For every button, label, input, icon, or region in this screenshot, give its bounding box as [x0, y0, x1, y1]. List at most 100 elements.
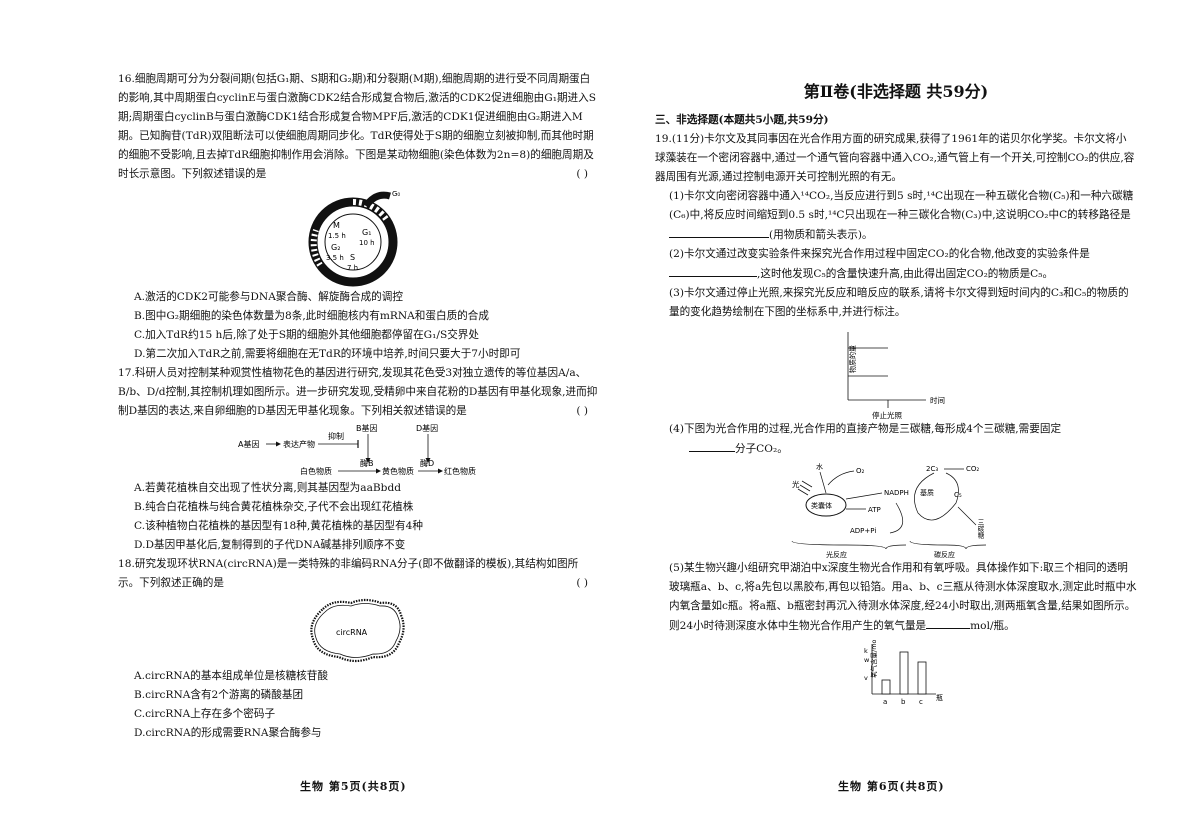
fig4-stroma: 基质: [920, 488, 934, 497]
fig3-stop-light: 停止光照: [872, 410, 902, 420]
q17-option-b: B.纯合白花植株与纯合黄花植株杂交,子代不会出现红花植株: [134, 501, 414, 513]
q19-sub5: (5)某生物兴趣小组研究甲湖泊中x深度生物光合作用和有氧呼吸。具体操作如下:取三…: [655, 559, 1137, 636]
q19-sub4-text: (4)下图为光合作用的过程,光合作用的直接产物是三碳糖,每形成4个三碳糖,需要固…: [669, 423, 1062, 435]
q18-answer-bracket: ( ): [576, 577, 588, 589]
q19-sub2: (2)卡尔文通过改变实验条件来探究光合作用过程中固定CO₂的化合物,他改变的实验…: [655, 245, 1137, 284]
fig-enzyme-d: 酶D: [420, 458, 434, 468]
q19-sub2-suffix: ,这时他发现C₅的含量快速升高,由此得出固定CO₂的物质是C₅。: [757, 268, 1054, 280]
left-page: 16.细胞周期可分为分裂间期(包括G₁期、S期和G₂期)和分裂期(M期),细胞周…: [118, 70, 598, 743]
fig5-ylabel: 氧气含量/mol: [869, 640, 878, 678]
q19-sub1-text: (1)卡尔文向密闭容器中通入¹⁴CO₂,当反应进行到5 s时,¹⁴C出现在一种五…: [669, 190, 1134, 221]
q19-sub4-suffix: 分子CO₂。: [735, 443, 788, 455]
q17-option-a: A.若黄花植株自交出现了性状分离,则其基因型为aaBbdd: [134, 482, 402, 494]
q19-sub5-suffix: mol/瓶。: [970, 620, 1015, 632]
flower-color-pathway: A基因 表达产物 抑制 B基因 D基因 白色物质 酶B 黄色物质 酶D: [238, 423, 476, 476]
cell-cycle-diagram: G₀ M 1.5 h G₂ 3.5 h G₁ 10 h S 7 h: [308, 190, 400, 287]
fig-label-m-time: 1.5 h: [328, 232, 346, 240]
q19-sub1-suffix: (用物质和箭头表示)。: [769, 229, 873, 241]
q16-option-c: C.加入TdR约15 h后,除了处于S期的细胞外其他细胞都停留在G₁/S交界处: [134, 329, 479, 341]
q19-intro: 19.(11分)卡尔文及其同事因在光合作用方面的研究成果,获得了1961年的诺贝…: [655, 133, 1135, 183]
q17-option-d: D.D基因甲基化后,复制得到的子代DNA碱基排列顺序不变: [134, 539, 406, 551]
q19-sub3: (3)卡尔文通过停止光照,来探究光反应和暗反应的联系,请将卡尔文得到短时间内的C…: [669, 287, 1129, 318]
flower-color-figure: A基因 表达产物 抑制 B基因 D基因 白色物质 酶B 黄色物质 酶D: [228, 421, 488, 479]
fig-label-s-time: 7 h: [347, 264, 358, 272]
right-page-footer: 生物 第6页(共8页): [838, 780, 945, 793]
fig4-2c3: 2C₃: [926, 465, 938, 473]
q19-axes-figure: 物质的量 时间 停止光照: [826, 328, 966, 420]
fig-a-gene: A基因: [238, 439, 259, 449]
q18-stem: 18.研究发现环状RNA(circRNA)是一类特殊的非编码RNA分子(即不做翻…: [118, 558, 579, 589]
fig-red-substance: 红色物质: [444, 466, 476, 476]
fig4-co2: CO₂: [966, 465, 979, 473]
q19-sub4: (4)下图为光合作用的过程,光合作用的直接产物是三碳糖,每形成4个三碳糖,需要固…: [655, 420, 1137, 459]
fig4-triose: 三碳糖: [976, 519, 984, 540]
q19-sub1: (1)卡尔文向密闭容器中通入¹⁴CO₂,当反应进行到5 s时,¹⁴C出现在一种五…: [655, 187, 1137, 245]
fig4-thylakoid: 类囊体: [811, 501, 832, 510]
fig4-o2: O₂: [856, 467, 865, 475]
q16-option-a: A.激活的CDK2可能参与DNA聚合酶、解旋酶合成的调控: [134, 291, 403, 303]
fig-enzyme-b: 酶B: [360, 458, 374, 468]
section-3-heading: 三、非选择题(本题共5小题,共59分): [655, 114, 829, 126]
fig5-k: k: [864, 647, 868, 655]
q18-option-d: D.circRNA的形成需要RNA聚合酶参与: [134, 727, 322, 739]
oxygen-bar-figure: 氧气含量/mol k w v a b c 瓶: [836, 638, 956, 710]
q19-sub1-blank[interactable]: [669, 225, 769, 238]
fig-white-substance: 白色物质: [300, 466, 332, 476]
fig5-bottle: 瓶: [936, 693, 943, 702]
fig-label-g0: G₀: [392, 190, 400, 198]
q18-option-b: B.circRNA含有2个游离的磷酸基团: [134, 689, 304, 701]
right-page: 第Ⅱ卷(非选择题 共59分) 三、非选择题(本题共5小题,共59分) 19.(1…: [655, 78, 1137, 710]
fig-circrna-label: circRNA: [336, 628, 368, 637]
fig4-light-reaction: 光反应: [826, 550, 847, 559]
q19-blank-axes: 物质的量 时间 停止光照: [847, 332, 945, 420]
fig5-a: a: [883, 698, 887, 706]
q19-sub4-blank[interactable]: [689, 439, 735, 452]
fig-b-gene: B基因: [356, 423, 378, 433]
photosynthesis-diagram: 光 类囊体 水 O₂ NADPH ATP ADP+Pi 基质 2C₃ CO₂ C…: [791, 462, 987, 559]
fig5-w: w: [864, 656, 870, 664]
fig-yellow-substance: 黄色物质: [382, 466, 414, 476]
q19-sub5-blank[interactable]: [926, 616, 971, 629]
fig4-atp: ATP: [868, 506, 881, 514]
fig-label-s: S: [350, 253, 355, 262]
fig4-light: 光: [792, 479, 800, 489]
fig-label-g1: G₁: [362, 228, 371, 237]
question-18: 18.研究发现环状RNA(circRNA)是一类特殊的非编码RNA分子(即不做翻…: [118, 555, 598, 743]
cell-cycle-figure: G₀ M 1.5 h G₂ 3.5 h G₁ 10 h S 7 h: [298, 188, 418, 288]
fig5-v: v: [864, 674, 868, 682]
q17-stem: 17.科研人员对控制某种观赏性植物花色的基因进行研究,发现其花色受3对独立遗传的…: [118, 367, 598, 417]
fig5-b: b: [901, 698, 906, 706]
q16-option-d: D.第二次加入TdR之前,需要将细胞在无TdR的环境中培养,时间只要大于7小时即…: [134, 348, 521, 360]
fig5-c: c: [919, 698, 923, 706]
circrna-diagram: circRNA: [310, 598, 405, 663]
q16-answer-bracket: ( ): [576, 168, 588, 180]
part-2-title: 第Ⅱ卷(非选择题 共59分): [803, 82, 989, 101]
fig4-nadph: NADPH: [884, 489, 909, 497]
fig4-water: 水: [816, 463, 823, 471]
q18-option-a: A.circRNA的基本组成单位是核糖核苷酸: [134, 670, 328, 682]
q19-sub2-text: (2)卡尔文通过改变实验条件来探究光合作用过程中固定CO₂的化合物,他改变的实验…: [669, 248, 1090, 260]
fig-label-m: M: [333, 221, 340, 230]
left-page-footer: 生物 第5页(共8页): [300, 780, 407, 793]
q17-answer-bracket: ( ): [576, 405, 588, 417]
fig-d-gene: D基因: [416, 423, 438, 433]
fig-product: 表达产物: [283, 439, 315, 449]
fig-label-g2: G₂: [331, 243, 340, 252]
oxygen-bar-chart: 氧气含量/mol k w v a b c 瓶: [864, 638, 943, 706]
q17-option-c: C.该种植物白花植株的基因型有18种,黄花植株的基因型有4种: [134, 520, 423, 532]
question-17: 17.科研人员对控制某种观赏性植物花色的基因进行研究,发现其花色受3对独立遗传的…: [118, 364, 598, 555]
fig4-dark-reaction: 碳反应: [934, 550, 955, 559]
fig3-xlabel: 时间: [930, 395, 945, 405]
photosynthesis-figure: 光 类囊体 水 O₂ NADPH ATP ADP+Pi 基质 2C₃ CO₂ C…: [786, 462, 1006, 559]
fig-inhibit: 抑制: [328, 431, 344, 441]
fig-label-g2-time: 3.5 h: [326, 254, 344, 262]
q18-option-c: C.circRNA上存在多个密码子: [134, 708, 276, 720]
circrna-figure: circRNA: [303, 595, 413, 667]
fig-label-g1-time: 10 h: [359, 239, 375, 247]
question-16: 16.细胞周期可分为分裂间期(包括G₁期、S期和G₂期)和分裂期(M期),细胞周…: [118, 70, 598, 364]
fig4-adp: ADP+Pi: [850, 527, 876, 535]
fig3-ylabel: 物质的量: [848, 345, 857, 373]
q19-sub2-blank[interactable]: [669, 264, 757, 277]
q16-option-b: B.图中G₂期细胞的染色体数量为8条,此时细胞核内有mRNA和蛋白质的合成: [134, 310, 489, 322]
q19-sub5-text: (5)某生物兴趣小组研究甲湖泊中x深度生物光合作用和有氧呼吸。具体操作如下:取三…: [669, 562, 1137, 632]
